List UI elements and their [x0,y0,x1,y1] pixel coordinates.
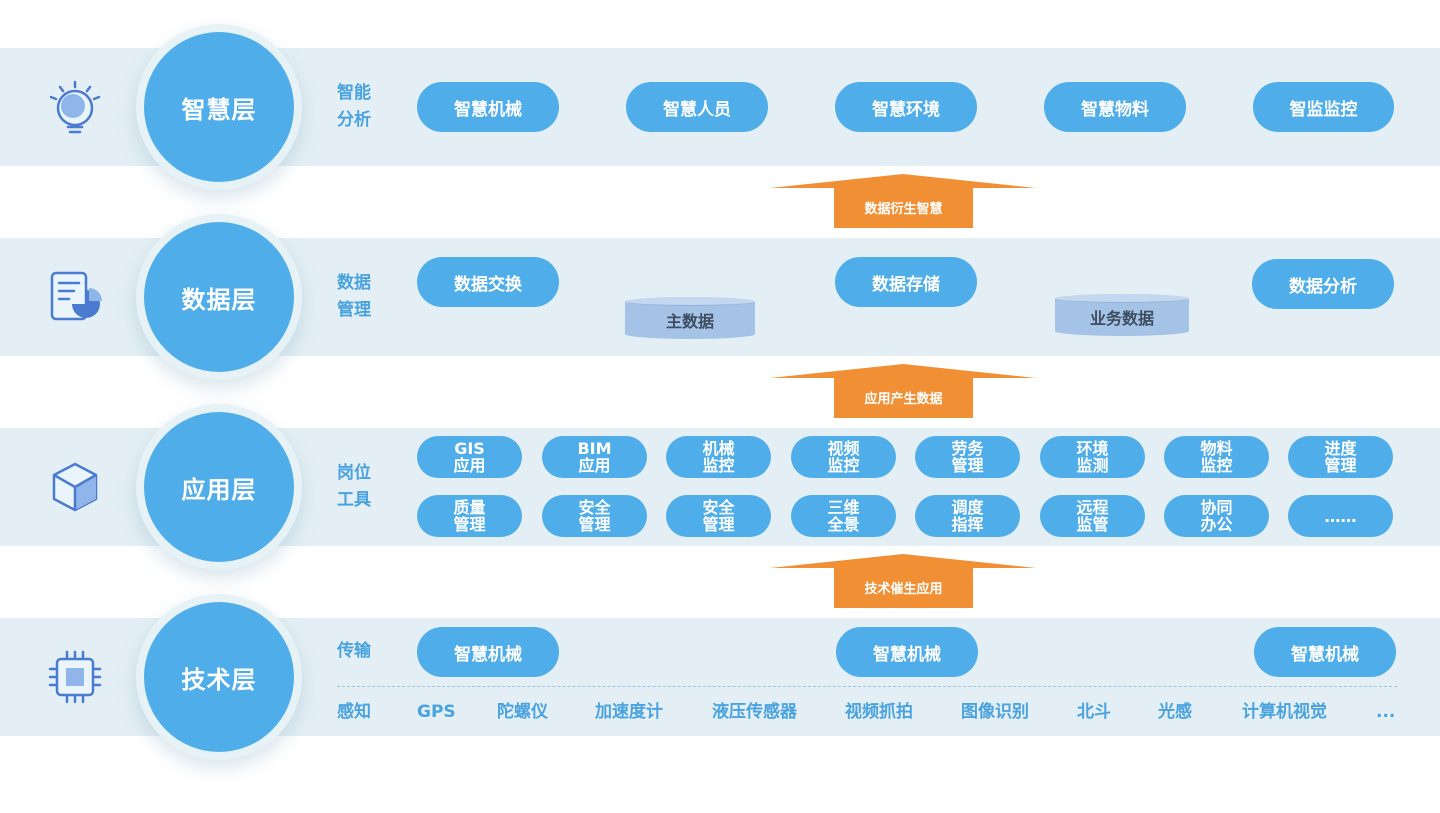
data-category-label: 数据 管理 [337,270,381,324]
transmission-pill[interactable]: 智慧机械 [836,627,978,677]
arrow-technology-to-application: 技术催生应用 [770,554,1036,610]
app-tool-pill[interactable]: 三维 全景 [791,495,896,537]
wisdom-item-pill[interactable]: 智慧人员 [626,82,768,132]
sensing-item: 陀螺仪 [497,702,548,722]
app-tool-pill[interactable]: 物料 监控 [1164,436,1269,478]
app-tool-pill[interactable]: 调度 指挥 [915,495,1020,537]
app-tool-pill[interactable]: GIS 应用 [417,436,522,478]
app-tool-pill[interactable]: 机械 监控 [666,436,771,478]
sensing-item: 视频抓拍 [845,702,913,722]
app-tool-pill[interactable]: 远程 监管 [1040,495,1145,537]
lightbulb-icon [48,80,102,134]
wisdom-item-pill[interactable]: 智监监控 [1253,82,1394,132]
more-tools-pill[interactable]: …… [1288,495,1393,537]
sensing-label: 感知 [337,702,371,722]
app-tool-pill[interactable]: 劳务 管理 [915,436,1020,478]
transmission-pill[interactable]: 智慧机械 [417,627,559,677]
app-tool-pill[interactable]: 安全 管理 [542,495,647,537]
arrow-label: 数据衍生智慧 [834,187,973,228]
business-data-database: 业务数据 [1055,294,1189,336]
wisdom-item-pill[interactable]: 智慧环境 [835,82,977,132]
cube-icon [48,460,102,514]
wisdom-category-label: 智能 分析 [337,80,381,134]
sensing-item: 加速度计 [595,702,663,722]
data-storage-pill[interactable]: 数据存储 [835,257,977,307]
category-line: 智能 [337,83,371,103]
report-chart-icon [48,270,102,324]
app-tool-pill[interactable]: BIM 应用 [542,436,647,478]
data-exchange-pill[interactable]: 数据交换 [417,257,559,307]
sensing-item-more: ... [1376,702,1396,722]
database-label: 主数据 [665,312,714,331]
wisdom-item-pill[interactable]: 智慧物料 [1044,82,1186,132]
sensing-item: 液压传感器 [712,702,797,722]
sensing-item: 计算机视觉 [1242,702,1327,722]
category-line: 传输 [337,641,371,661]
sensing-item: 图像识别 [961,702,1029,722]
arrow-application-to-data: 应用产生数据 [770,364,1036,420]
wisdom-item-pill[interactable]: 智慧机械 [417,82,559,132]
arrow-head [770,174,1036,188]
arrow-label: 应用产生数据 [834,377,973,418]
data-analysis-pill[interactable]: 数据分析 [1252,259,1394,309]
category-line: 岗位 [337,463,371,483]
app-tool-pill[interactable]: 质量 管理 [417,495,522,537]
category-line: 数据 [337,273,371,293]
sensing-item: 光感 [1158,702,1192,722]
sensing-item: 北斗 [1077,702,1111,722]
chip-icon [48,650,102,704]
arrow-head [770,364,1036,378]
category-line: 分析 [337,110,371,130]
data-layer-title: 数据层 [144,222,294,372]
application-category-label: 岗位 工具 [337,460,381,514]
category-line: 管理 [337,300,371,320]
wisdom-layer-title: 智慧层 [144,32,294,182]
transmission-pill[interactable]: 智慧机械 [1254,627,1396,677]
arrow-label: 技术催生应用 [834,567,973,608]
app-tool-pill[interactable]: 进度 管理 [1288,436,1393,478]
arrow-data-to-wisdom: 数据衍生智慧 [770,174,1036,230]
technology-category-label: 传输 [337,638,381,665]
arrow-head [770,554,1036,568]
app-tool-pill[interactable]: 视频 监控 [791,436,896,478]
master-data-database: 主数据 [625,297,755,339]
app-tool-pill[interactable]: 协同 办公 [1164,495,1269,537]
app-tool-pill[interactable]: 环境 监测 [1040,436,1145,478]
technology-layer-title: 技术层 [144,602,294,752]
sensing-item: GPS [417,702,456,722]
application-layer-title: 应用层 [144,412,294,562]
database-label: 业务数据 [1089,309,1154,328]
category-line: 工具 [337,490,371,510]
app-tool-pill[interactable]: 安全 管理 [666,495,771,537]
divider-dashed [337,686,1397,687]
